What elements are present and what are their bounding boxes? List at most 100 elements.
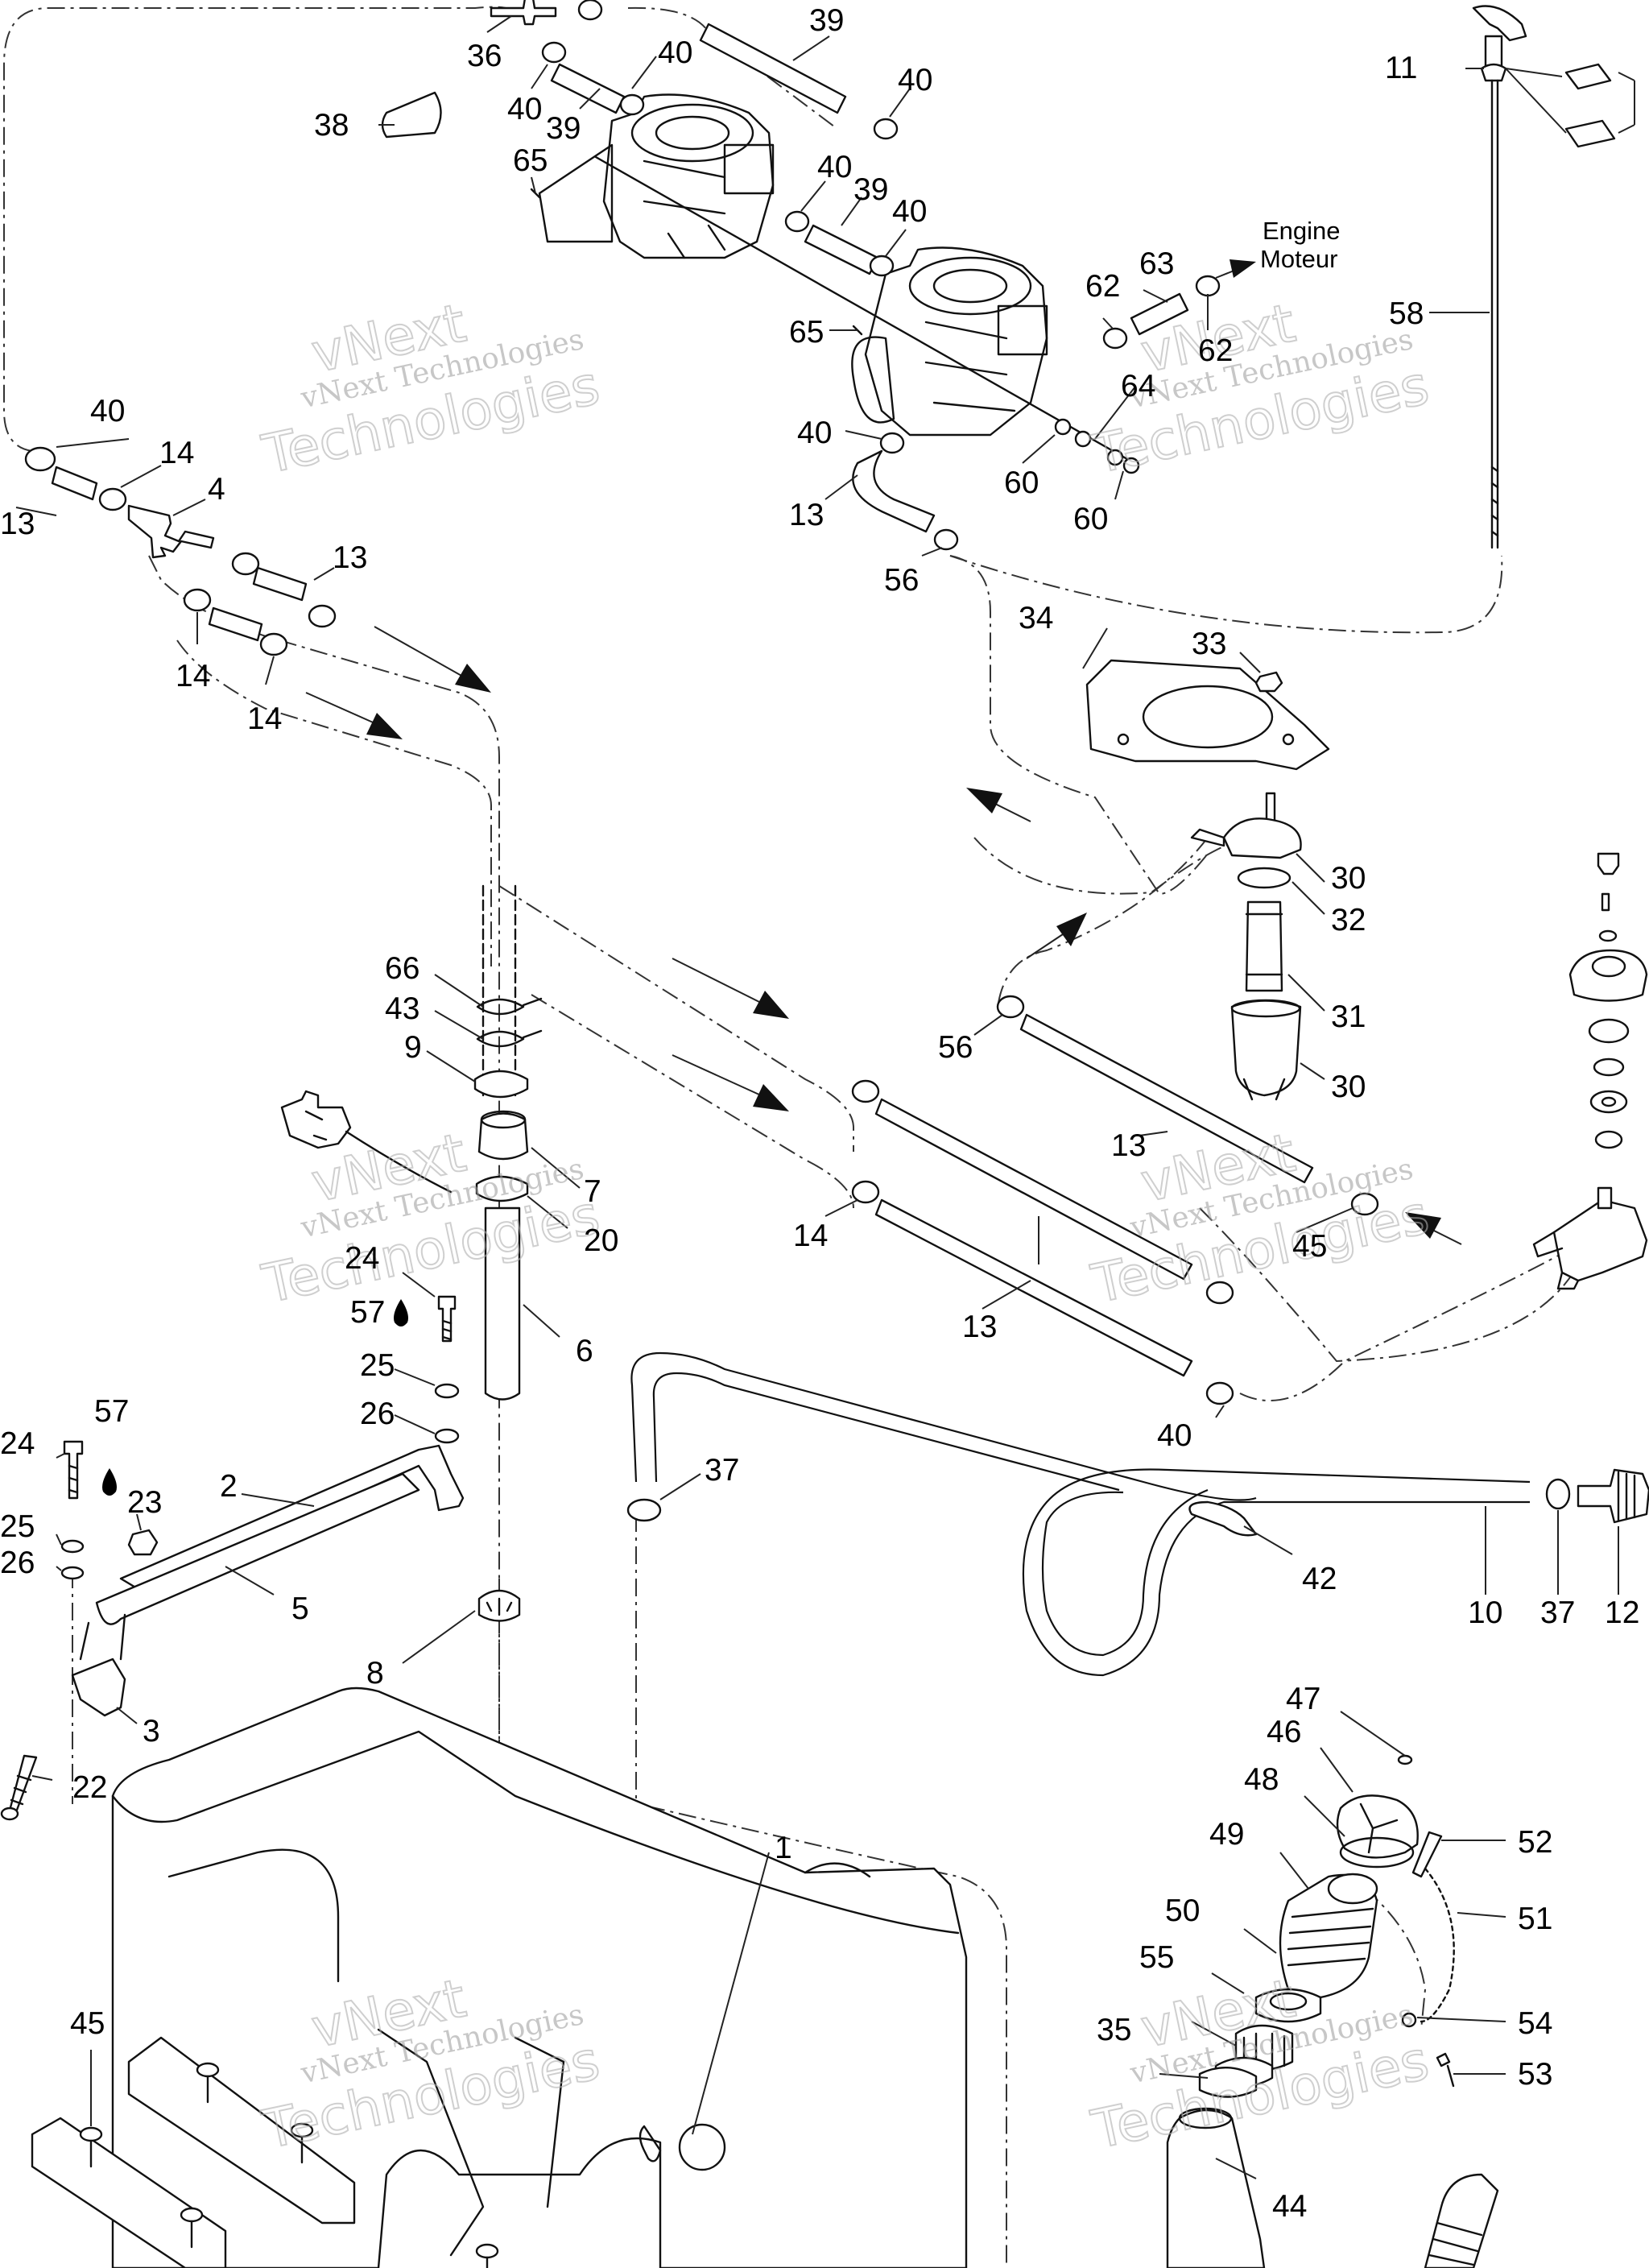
callout-60: 60 (1004, 466, 1039, 500)
callout-3: 3 (143, 1714, 160, 1749)
dashed-path-mid-hose-2 (531, 994, 854, 1209)
callout-14: 14 (159, 436, 194, 470)
callout-11: 11 (1385, 51, 1418, 85)
washer-26 (434, 1428, 460, 1444)
callout-46: 46 (1267, 1715, 1301, 1749)
callout-22: 22 (72, 1770, 107, 1805)
dipstick-handle (1472, 5, 1527, 42)
t-fitting-36 (490, 0, 557, 26)
callout-13: 13 (789, 498, 824, 532)
pickup-tube-assembly (473, 884, 543, 1622)
callout-8: 8 (366, 1656, 384, 1691)
callout-45: 45 (70, 2006, 105, 2041)
callout-14: 14 (176, 659, 210, 693)
callout-58: 58 (1389, 296, 1424, 331)
callout-40: 40 (817, 150, 852, 184)
callout-25: 25 (0, 1509, 35, 1544)
throttle-shaft (594, 155, 1129, 461)
dashed-path-top-right (627, 6, 838, 130)
hose-13 (874, 1098, 1193, 1281)
cap-screw-47 (1397, 1754, 1413, 1765)
callout-14: 14 (247, 702, 282, 736)
valve-washer-large (1589, 1090, 1628, 1114)
callout-65: 65 (513, 143, 548, 178)
clamp-40 (541, 41, 567, 64)
washer-60 (1122, 457, 1140, 474)
clamp-14 (98, 487, 127, 511)
callout-25: 25 (360, 1348, 395, 1383)
clamp-9 (473, 1070, 529, 1099)
hose-13 (1019, 1013, 1314, 1184)
clamp-40 (1205, 1381, 1234, 1405)
callout-9: 9 (404, 1030, 422, 1065)
flow-arrow (374, 626, 491, 693)
callout-13: 13 (962, 1310, 997, 1344)
hose-13 (252, 566, 308, 602)
screw (290, 2122, 314, 2164)
clamp-40 (577, 0, 603, 21)
screw (79, 2126, 103, 2168)
clamp-14 (259, 632, 288, 656)
callout-51: 51 (1518, 1902, 1552, 1936)
flow-arrow (1405, 1212, 1462, 1245)
callout-13: 13 (1111, 1128, 1146, 1163)
callout-62: 62 (1198, 333, 1233, 368)
callout-40: 40 (892, 194, 927, 229)
callout-52: 52 (1518, 1825, 1552, 1860)
callout-23: 23 (127, 1485, 162, 1520)
callout-33: 33 (1192, 627, 1226, 661)
hose-13-elbow (852, 449, 936, 533)
washer-25 (434, 1383, 460, 1399)
clamp-37 (626, 1498, 662, 1522)
hose-63 (1130, 292, 1189, 336)
callout-26: 26 (360, 1397, 395, 1431)
valve-o-ring (1594, 1130, 1623, 1149)
drop-icon (394, 1299, 408, 1326)
carburetor-lower (851, 246, 1048, 437)
callout-10: 10 (1468, 1595, 1502, 1630)
callout-64: 64 (1121, 369, 1155, 404)
clamp-14 (308, 604, 337, 628)
bolt-24 (63, 1440, 84, 1500)
callout-40: 40 (658, 35, 692, 70)
filler-neck-assembly (1166, 1754, 1499, 2268)
hose-13 (208, 606, 263, 642)
tank-straps (31, 2036, 499, 2268)
callout-42: 42 (1302, 1562, 1337, 1596)
flow-arrow (672, 1054, 789, 1111)
t-fitting-4 (127, 504, 215, 559)
callout-47: 47 (1286, 1682, 1320, 1716)
dashed-path-hose-to-pump (998, 837, 1209, 1004)
bracket-2 (119, 1444, 465, 1592)
callout-39: 39 (853, 172, 888, 207)
callout-48: 48 (1244, 1762, 1279, 1797)
hose-13 (874, 1198, 1193, 1377)
callout-54: 54 (1518, 2006, 1552, 2041)
drop-icon (102, 1468, 117, 1496)
callout-39: 39 (546, 111, 581, 146)
fittings-top (381, 0, 1221, 551)
nut-23 (127, 1529, 159, 1556)
hose-39 (550, 63, 626, 114)
engine-label-fr: Moteur (1260, 245, 1337, 273)
clamp-14 (1205, 1281, 1234, 1305)
valve-screw (1597, 852, 1620, 875)
hose-39 (699, 23, 847, 114)
callout-50: 50 (1165, 1893, 1200, 1928)
screw (196, 2062, 220, 2104)
chain-ring-54 (1401, 2012, 1417, 2028)
clamp-20 (475, 1175, 529, 1202)
clamp-40 (784, 210, 810, 233)
callout-36: 36 (467, 39, 502, 73)
hose-13 (51, 466, 98, 501)
callout-6: 6 (576, 1334, 593, 1368)
callout-57: 57 (94, 1394, 129, 1429)
leader-lines (15, 15, 1619, 2179)
clamp-43 (476, 1029, 543, 1048)
strap-5 (95, 1472, 420, 1625)
clamp-45 (1350, 1192, 1379, 1216)
flow-arrow-engine (1215, 259, 1256, 279)
clamp-14 (851, 1180, 880, 1204)
callout-14: 14 (793, 1219, 828, 1253)
